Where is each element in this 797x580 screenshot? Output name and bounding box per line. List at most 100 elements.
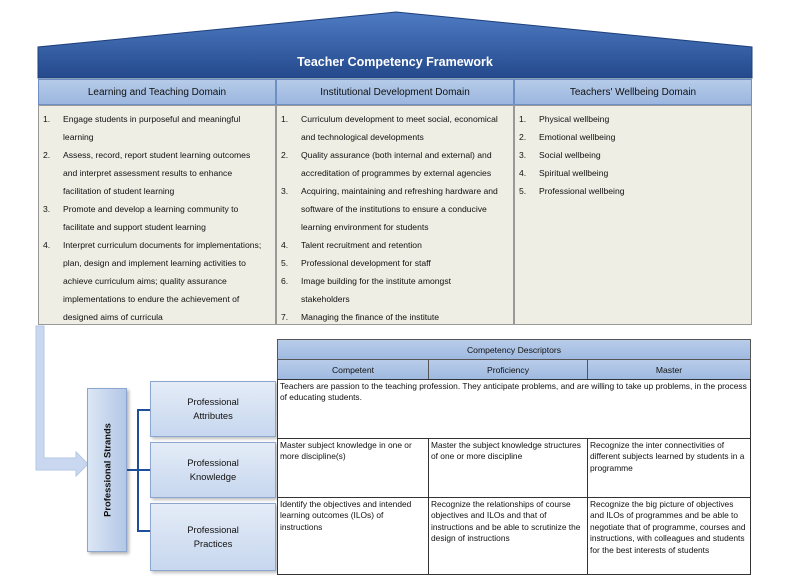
domain-list-item-continuation: facilitate and support student learning xyxy=(39,218,271,236)
list-number: 1. xyxy=(519,114,527,124)
domain-list-item-continuation: software of the institutions to ensure a… xyxy=(277,200,509,218)
list-number: 1. xyxy=(281,114,289,124)
list-number: 3. xyxy=(281,186,289,196)
list-text: Emotional wellbeing xyxy=(539,132,616,142)
domain-body-learning: 1. Engage students in purposeful and mean… xyxy=(38,105,276,325)
domain-list-item-continuation: plan, design and implement learning acti… xyxy=(39,254,271,272)
level-header-master: Master xyxy=(587,359,751,380)
list-text: Interpret curriculum documents for imple… xyxy=(63,240,262,250)
list-text: Assess, record, report student learning … xyxy=(63,150,251,160)
list-text: Spiritual wellbeing xyxy=(539,168,609,178)
list-text: achieve curriculum aims; quality assuran… xyxy=(63,276,227,286)
list-number: 2. xyxy=(281,150,289,160)
knowledge-proficiency-cell: Master the subject knowledge structures … xyxy=(428,438,588,498)
domain-list-item: 2. Assess, record, report student learnin… xyxy=(39,146,271,164)
list-text: Engage students in purposeful and meanin… xyxy=(63,114,241,124)
domain-list: 1. Physical wellbeing 2. Emotional wellbein… xyxy=(515,110,747,200)
domain-list-item: 5. Professional development for staff xyxy=(277,254,509,272)
domain-list-item-continuation: and technological developments xyxy=(277,128,509,146)
list-text: Talent recruitment and retention xyxy=(301,240,422,250)
list-number: 4. xyxy=(281,240,289,250)
domain-list-item-continuation: achieve curriculum aims; quality assuran… xyxy=(39,272,271,290)
domain-list-item-continuation: learning environment for students xyxy=(277,218,509,236)
strand-label-line1: Professional xyxy=(187,524,239,535)
strand-label-line1: Professional xyxy=(187,457,239,468)
domain-list: 1. Curriculum development to meet social,… xyxy=(277,110,509,326)
domain-list-item-continuation: stakeholders xyxy=(277,290,509,308)
domain-list-item-continuation: accreditation of programmes by external … xyxy=(277,164,509,182)
domain-heading-institutional: Institutional Development Domain xyxy=(276,79,514,105)
domain-list-item: 5. Professional wellbeing xyxy=(515,182,747,200)
list-text: Professional development for staff xyxy=(301,258,431,268)
domain-list-item: 2. Emotional wellbeing xyxy=(515,128,747,146)
list-number: 5. xyxy=(519,186,527,196)
list-text: Curriculum development to meet social, e… xyxy=(301,114,498,124)
domain-list-item-continuation: and interpret assessment results to enha… xyxy=(39,164,271,182)
framework-title: Teacher Competency Framework xyxy=(297,55,493,69)
domain-list-item: 4. Interpret curriculum documents for imp… xyxy=(39,236,271,254)
list-number: 2. xyxy=(519,132,527,142)
list-number: 1. xyxy=(43,114,51,124)
domain-heading-learning: Learning and Teaching Domain xyxy=(38,79,276,105)
bracket-branch-attributes xyxy=(137,409,150,411)
list-number: 4. xyxy=(519,168,527,178)
list-number: 5. xyxy=(281,258,289,268)
list-number: 7. xyxy=(281,312,289,322)
practices-master-cell: Recognize the big picture of objectives … xyxy=(587,497,751,575)
list-number: 6. xyxy=(281,276,289,286)
strand-label-line2: Knowledge xyxy=(189,471,237,482)
domain-list-item: 2.Quality assurance (both internal and e… xyxy=(277,146,509,164)
domain-list-item-continuation: implementations to endure the achievemen… xyxy=(39,290,271,308)
domain-list-item: 4. Talent recruitment and retention xyxy=(277,236,509,254)
knowledge-master-cell: Recognize the inter connectivities of di… xyxy=(587,438,751,498)
list-text: Managing the finance of the institute xyxy=(301,312,440,322)
domain-list-item: 3.Promote and develop a learning communi… xyxy=(39,200,271,218)
descriptors-title: Competency Descriptors xyxy=(277,339,751,360)
strand-label-line2: Attributes xyxy=(193,410,233,421)
list-text: Acquiring, maintaining and refreshing ha… xyxy=(301,186,498,196)
bracket-branch-knowledge xyxy=(137,469,150,471)
list-text: and interpret assessment results to enha… xyxy=(63,168,233,178)
domain-list-item: 3.Social wellbeing xyxy=(515,146,747,164)
domain-body-wellbeing: 1. Physical wellbeing 2. Emotional wellbein… xyxy=(514,105,752,325)
list-number: 2. xyxy=(43,150,51,160)
list-number: 4. xyxy=(43,240,51,250)
list-text: plan, design and implement learning acti… xyxy=(63,258,246,268)
domain-list-item: 4. Spiritual wellbeing xyxy=(515,164,747,182)
domain-list-item: 3. Acquiring, maintaining and refreshing … xyxy=(277,182,509,200)
domain-list-item-continuation: facilitation of student learning xyxy=(39,182,271,200)
knowledge-competent-cell: Master subject knowledge in one or more … xyxy=(277,438,429,498)
list-number: 3. xyxy=(519,150,527,160)
list-text: and technological developments xyxy=(301,132,424,142)
list-text: stakeholders xyxy=(301,294,350,304)
professional-strands-box: Professional Strands xyxy=(87,388,127,552)
domain-list-item: 1. Physical wellbeing xyxy=(515,110,747,128)
bracket-branch-practices xyxy=(137,530,150,532)
list-text: facilitation of student learning xyxy=(63,186,175,196)
domain-list: 1. Engage students in purposeful and mean… xyxy=(39,110,271,326)
domain-list-item-continuation: designed aims of curricula xyxy=(39,308,271,326)
list-text: Physical wellbeing xyxy=(539,114,610,124)
practices-competent-cell: Identify the objectives and intended lea… xyxy=(277,497,429,575)
list-text: facilitate and support student learning xyxy=(63,222,206,232)
list-text: Professional wellbeing xyxy=(539,186,625,196)
list-text: learning xyxy=(63,132,94,142)
strand-label-line2: Practices xyxy=(193,538,233,549)
bracket-stem xyxy=(127,469,138,471)
domain-heading-wellbeing: Teachers' Wellbeing Domain xyxy=(514,79,752,105)
domain-list-item: 1. Engage students in purposeful and mean… xyxy=(39,110,271,128)
domain-list-item: 6.Image building for the institute among… xyxy=(277,272,509,290)
list-text: accreditation of programmes by external … xyxy=(301,168,492,178)
domain-body-institutional: 1. Curriculum development to meet social,… xyxy=(276,105,514,325)
list-text: designed aims of curricula xyxy=(63,312,163,322)
list-text: implementations to endure the achievemen… xyxy=(63,294,240,304)
strand-label-line1: Professional xyxy=(187,396,239,407)
practices-proficiency-cell: Recognize the relationships of course ob… xyxy=(428,497,588,575)
domain-list-item: 7. Managing the finance of the institute xyxy=(277,308,509,326)
level-header-proficiency: Proficiency xyxy=(428,359,588,380)
